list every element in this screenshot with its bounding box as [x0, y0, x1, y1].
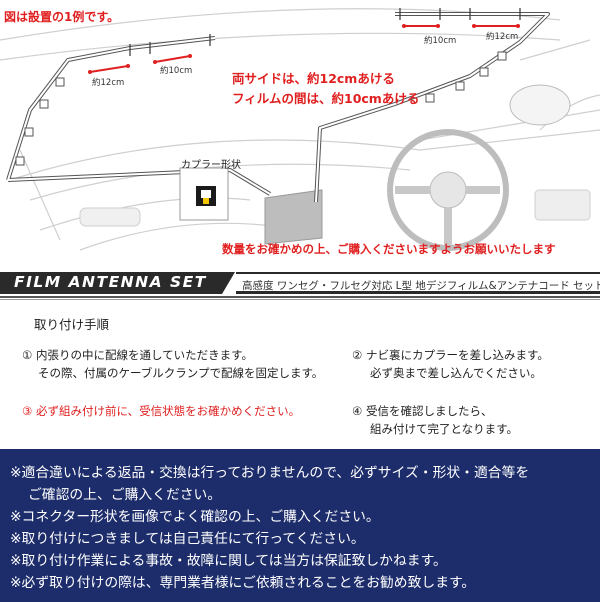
spacing-note-sides: 両サイドは、約12cmあける	[232, 71, 395, 86]
step3: ③ 必ず組み付け前に、受信状態をお確かめください。	[22, 404, 301, 418]
measure-right-10: 約10cm	[424, 36, 457, 46]
coupler-connector-icon	[196, 186, 216, 206]
note-line-2: ご確認の上、ご購入ください。	[28, 487, 222, 503]
measure-left-12: 約12cm	[92, 78, 125, 88]
measure-left-10: 約10cm	[160, 66, 193, 76]
step4-line2: 組み付けて完了となります。	[370, 422, 519, 436]
step1-line2: その際、付属のケーブルクランプで配線を固定します。	[38, 366, 324, 380]
step2-line1: ② ナビ裏にカプラーを差し込みます。	[352, 348, 549, 362]
coupler-label: カプラー形状	[181, 160, 241, 171]
notes-panel: ※適合違いによる返品・交換は行っておりませんので、必ずサイズ・形状・適合等を ご…	[0, 449, 600, 602]
step4-line1: ④ 受信を確認しましたら、	[352, 404, 493, 418]
banner-subtitle: 高感度 ワンセグ・フルセグ対応 L型 地デジフィルム&アンテナコード セット	[242, 280, 600, 292]
note-line-1: ※適合違いによる返品・交換は行っておりませんので、必ずサイズ・形状・適合等を	[10, 465, 530, 481]
quantity-confirm-note: 数量をお確かめの上、ご購入くださいますようお願いいたします	[222, 242, 556, 256]
note-line-6: ※必ず取り付けの際は、専門業者様にご依頼されることをお勧め致します。	[10, 575, 476, 591]
installation-steps: 取り付け手順 ① 内張りの中に配線を通していただきます。 その際、付属のケーブル…	[0, 300, 600, 450]
spacing-note-films: フィルムの間は、約10cmあける	[232, 91, 420, 106]
note-line-3: ※コネクター形状を画像でよく確認の上、ご購入ください。	[10, 509, 380, 525]
step1-line1: ① 内張りの中に配線を通していただきます。	[22, 348, 253, 362]
note-line-4: ※取り付けにつきましては自己責任にて行ってください。	[10, 531, 365, 547]
note-line-5: ※取り付け作業による事故・故障に関しては当方は保証致しかねます。	[10, 553, 447, 569]
step2-line2: 必ず奥まで差し込んでください。	[370, 366, 542, 380]
installation-illustration	[0, 8, 600, 251]
measure-right-12: 約12cm	[486, 32, 519, 42]
illustration-title-note: 図は設置の1例です。	[4, 10, 120, 24]
banner-stripes	[0, 268, 600, 300]
steps-heading: 取り付け手順	[34, 317, 110, 332]
banner-title: FILM ANTENNA SET	[14, 273, 207, 291]
